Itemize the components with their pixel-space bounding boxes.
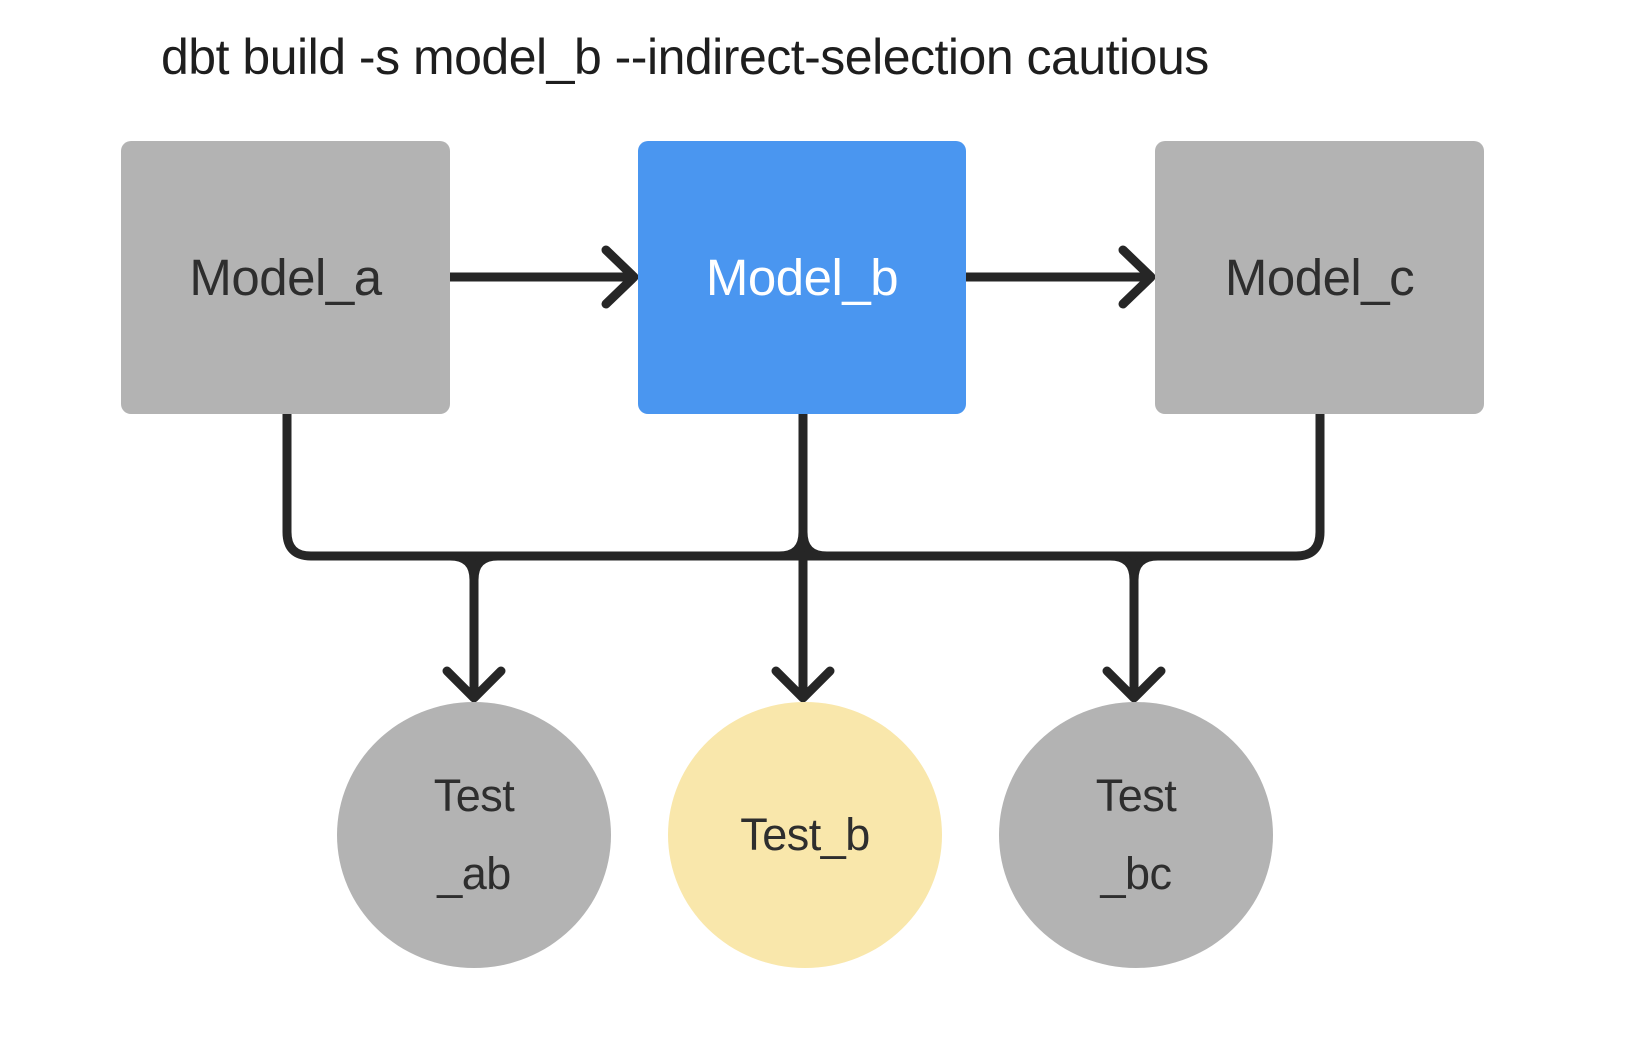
node-model-a: Model_a (121, 141, 450, 414)
node-test-ab-label-line2: _ab (437, 848, 511, 899)
node-test-bc-label-line1: Test (1095, 770, 1177, 821)
node-test-b: Test_b (668, 702, 942, 968)
node-test-ab: Test _ab (337, 702, 611, 968)
junction-fillet-test-bc (1105, 551, 1163, 585)
node-model-b: Model_b (638, 141, 966, 414)
node-test-bc: Test _bc (999, 702, 1273, 968)
node-model-c: Model_c (1155, 141, 1484, 414)
node-model-b-label: Model_b (705, 249, 899, 306)
edge-model-b-to-model-c (961, 245, 1156, 309)
edge-model-a-to-model-b (445, 245, 639, 309)
edge-model-b-to-test-b (771, 409, 835, 703)
diagram-title: dbt build -s model_b --indirect-selectio… (161, 29, 1209, 85)
junction-fillet-model-b (774, 527, 832, 561)
node-model-a-label: Model_a (189, 249, 382, 306)
node-test-b-label: Test_b (740, 809, 870, 860)
node-test-ab-label-line1: Test (433, 770, 515, 821)
junction-fillet-test-ab (445, 551, 503, 585)
node-model-c-label: Model_c (1224, 249, 1415, 306)
node-test-bc-label-line2: _bc (1100, 848, 1172, 899)
